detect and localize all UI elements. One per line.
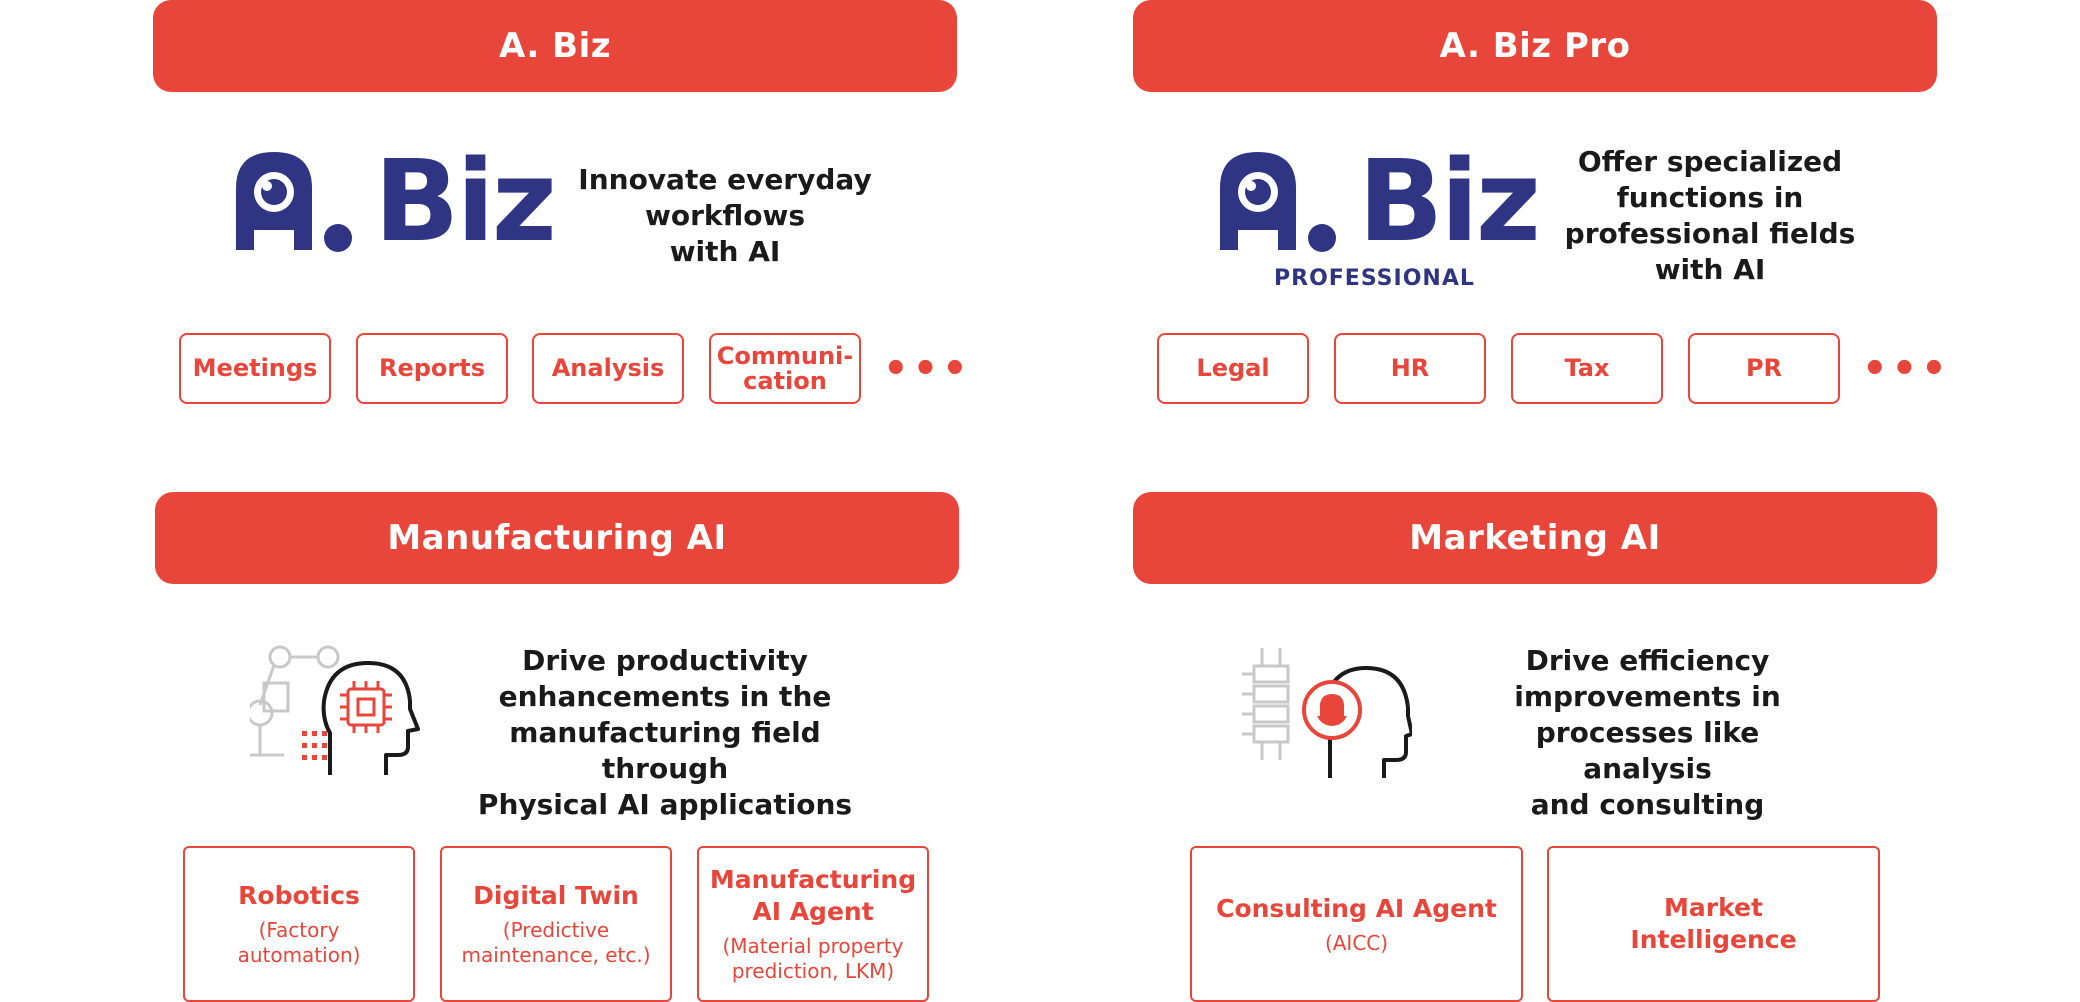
manufacturing-banner-title: Manufacturing AI (387, 518, 727, 558)
card-title: Manufacturing AI Agent (709, 865, 917, 926)
abiz-logo-mark (236, 152, 352, 252)
card-title: Robotics (238, 881, 360, 910)
robot-arm-brain-icon (246, 645, 420, 784)
abizpro-tagline: Offer specialized functions in professio… (1564, 145, 1856, 286)
abiz-logo-text: Biz (374, 137, 557, 267)
manufacturing-banner: Manufacturing AI (155, 492, 959, 584)
abizpro-logo-sub: PROFESSIONAL (1274, 266, 1475, 291)
card-subtitle: (AICC) (1324, 930, 1389, 955)
card-title: Consulting AI Agent (1216, 893, 1497, 923)
pill-meetings[interactable]: Meetings (179, 333, 331, 404)
pill-communication[interactable]: Communi- cation (709, 333, 861, 404)
pill-legal[interactable]: Legal (1157, 333, 1309, 404)
card-consulting-ai-agent[interactable]: Consulting AI Agent (AICC) (1190, 846, 1523, 1002)
pill-hr[interactable]: HR (1334, 333, 1486, 404)
abizpro-logo-text: Biz (1358, 137, 1541, 267)
pill-tax[interactable]: Tax (1511, 333, 1663, 404)
server-headset-brain-icon (1242, 648, 1414, 787)
abizpro-logo: Biz PROFESSIONAL (1220, 146, 1541, 291)
abizpro-more-icon[interactable]: ••• (1862, 346, 1951, 392)
card-manufacturing-ai-agent[interactable]: Manufacturing AI Agent (Material propert… (697, 846, 929, 1002)
marketing-banner: Marketing AI (1133, 492, 1937, 584)
abizpro-banner-title: A. Biz Pro (1439, 26, 1631, 66)
card-title: Market Intelligence (1630, 893, 1797, 954)
pill-pr[interactable]: PR (1688, 333, 1840, 404)
card-title: Digital Twin (473, 881, 639, 910)
pill-reports[interactable]: Reports (356, 333, 508, 404)
card-subtitle: (Material property prediction, LKM) (722, 934, 904, 983)
abiz-more-icon[interactable]: ••• (883, 346, 972, 392)
abiz-logo: Biz (236, 146, 557, 260)
card-subtitle: (Predictive maintenance, etc.) (461, 918, 651, 967)
abiz-banner-title: A. Biz (498, 26, 612, 66)
card-subtitle: (Factory automation) (237, 918, 361, 967)
marketing-tagline: Drive efficiency improvements in process… (1514, 644, 1781, 821)
manufacturing-tagline: Drive productivity enhancements in the m… (477, 644, 853, 821)
card-digital-twin[interactable]: Digital Twin (Predictive maintenance, et… (440, 846, 672, 1002)
card-robotics[interactable]: Robotics (Factory automation) (183, 846, 415, 1002)
pill-analysis[interactable]: Analysis (532, 333, 684, 404)
abiz-banner: A. Biz (153, 0, 957, 92)
abizpro-banner: A. Biz Pro (1133, 0, 1937, 92)
card-market-intelligence[interactable]: Market Intelligence (1547, 846, 1880, 1002)
abizpro-logo-mark (1220, 152, 1336, 252)
marketing-banner-title: Marketing AI (1409, 518, 1661, 558)
abiz-tagline: Innovate everyday workflows with AI (578, 163, 872, 268)
